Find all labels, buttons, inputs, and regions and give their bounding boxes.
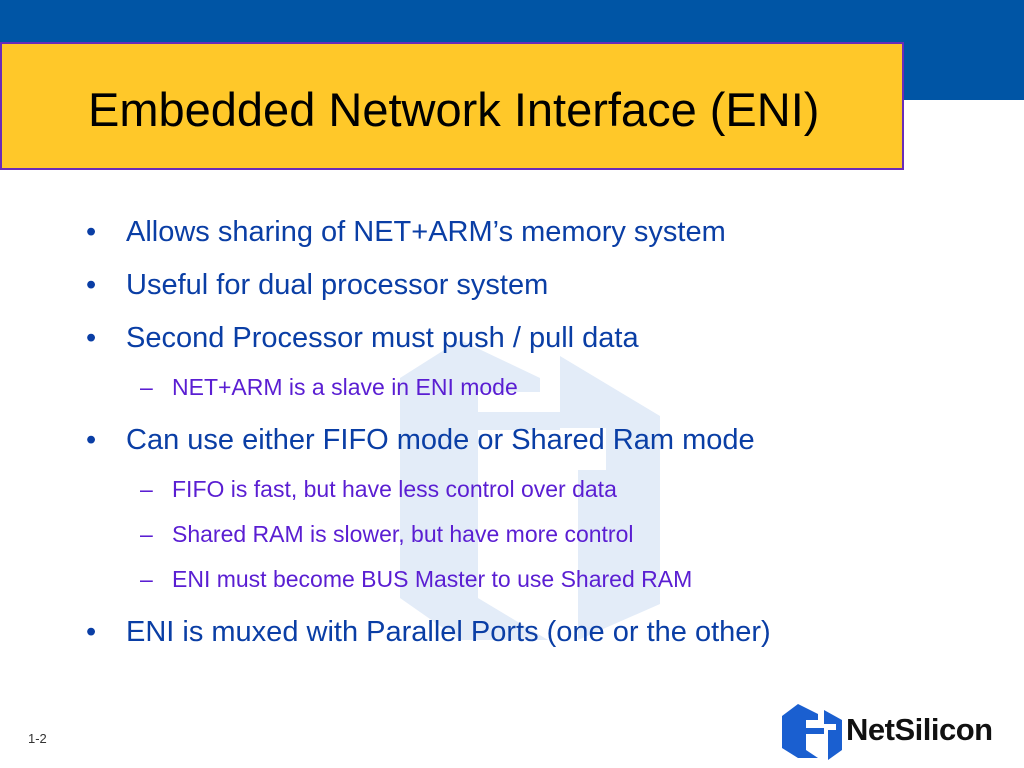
bullet-list: Allows sharing of NET+ARM’s memory syste… [86,212,986,665]
page-number: 1-2 [28,731,47,746]
sub-bullet-item: ENI must become BUS Master to use Shared… [86,563,986,608]
bullet-item: ENI is muxed with Parallel Ports (one or… [86,612,986,665]
bullet-item: Useful for dual processor system [86,265,986,318]
sub-bullet-item: FIFO is fast, but have less control over… [86,473,986,518]
bullet-item: Can use either FIFO mode or Shared Ram m… [86,420,986,473]
bullet-item: Second Processor must push / pull data [86,318,986,371]
logo-text: NetSilicon [846,712,993,747]
title-box [0,42,904,170]
slide-title: Embedded Network Interface (ENI) [88,83,820,136]
sub-bullet-item: NET+ARM is a slave in ENI mode [86,371,986,416]
netsilicon-logo-icon [782,704,842,760]
bullet-item: Allows sharing of NET+ARM’s memory syste… [86,212,986,265]
sub-bullet-item: Shared RAM is slower, but have more cont… [86,518,986,563]
